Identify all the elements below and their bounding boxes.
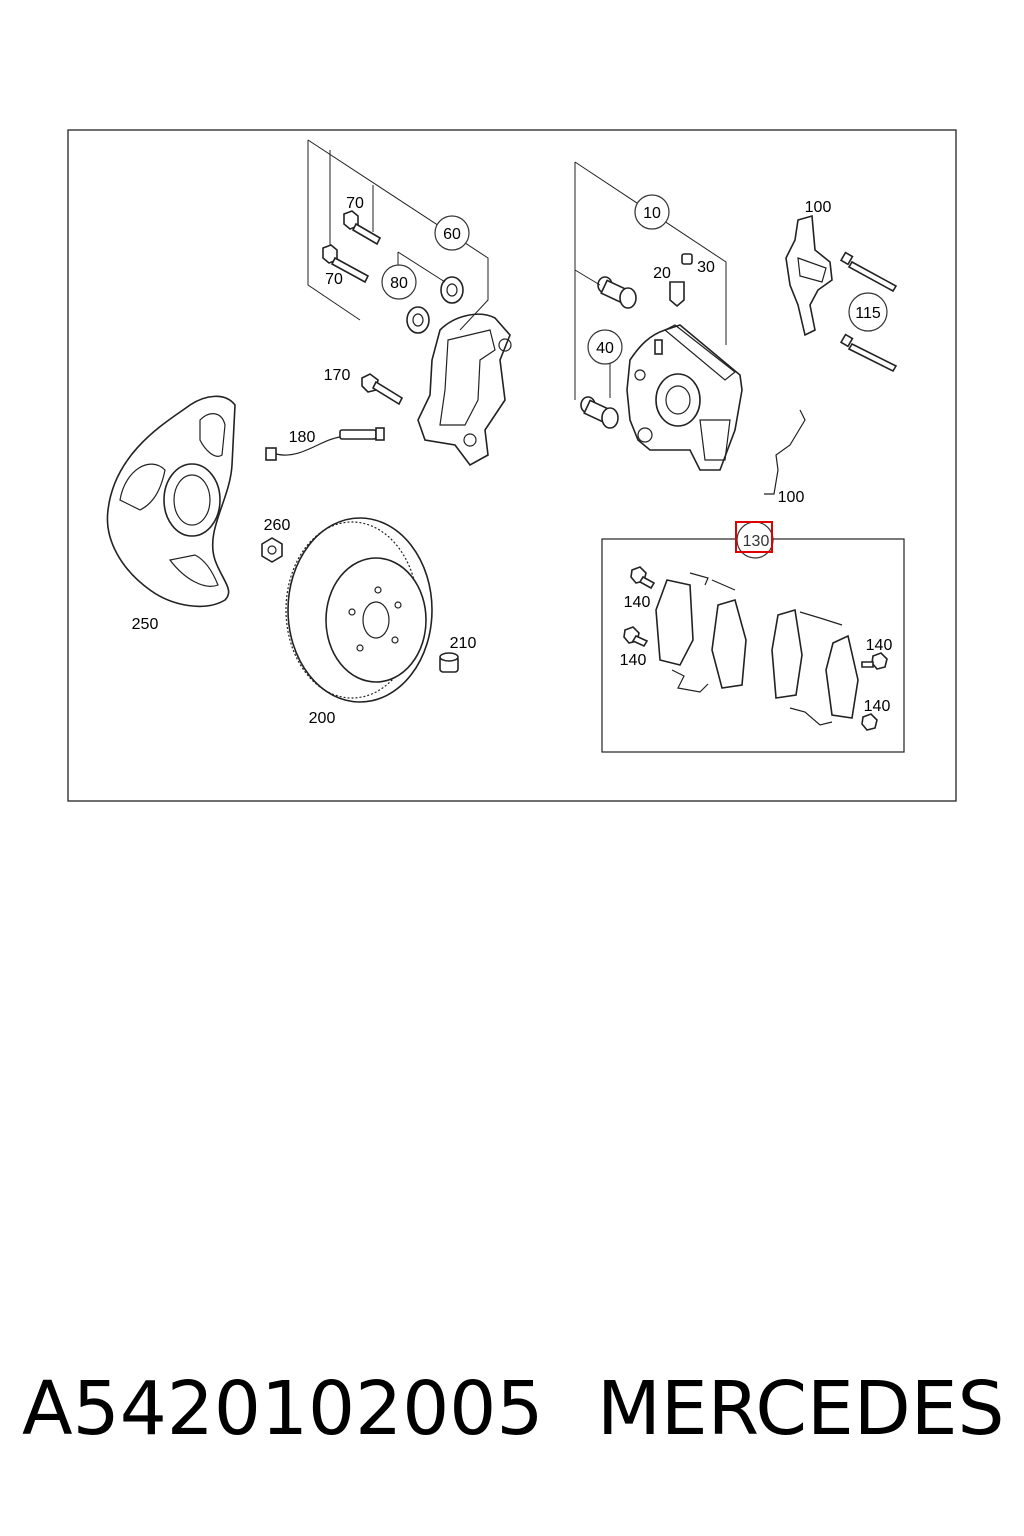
callout-170[interactable]: 170 [324,367,351,384]
callout-210[interactable]: 210 [450,635,477,652]
guide-bolt-upper[interactable] [343,210,382,246]
brake-disc[interactable] [285,517,433,703]
brake-pad-3[interactable] [771,608,803,699]
callout-60[interactable]: 60 [443,226,461,243]
bushing-80[interactable] [406,306,430,334]
guide-bolt-lower[interactable] [322,244,370,284]
guide-pin-upper[interactable] [597,276,637,309]
brake-exploded-diagram: 60 80 70 70 10 20 30 40 100 115 100 170 … [67,129,957,802]
brake-pad-4[interactable] [825,634,859,719]
callout-70-upper[interactable]: 70 [346,195,364,212]
callout-140-a[interactable]: 140 [624,594,651,611]
callout-140-b[interactable]: 140 [620,652,647,669]
callout-200[interactable]: 200 [309,710,336,727]
footer: A5420102005 MERCEDES [0,1372,1024,1482]
callout-140-d[interactable]: 140 [864,698,891,715]
pad-bolt-1[interactable] [630,566,656,590]
pin-115-lower[interactable] [839,333,898,373]
callout-40[interactable]: 40 [596,340,614,357]
callouts: 60 80 70 70 10 20 30 40 100 115 100 170 … [132,194,893,727]
callout-180[interactable]: 180 [289,429,316,446]
callout-70-lower[interactable]: 70 [325,271,343,288]
callout-80[interactable]: 80 [390,275,408,292]
callout-250[interactable]: 250 [132,616,159,633]
pin-115-upper[interactable] [839,251,898,293]
bracket-bolt[interactable] [361,373,404,406]
brake-caliper[interactable] [626,324,743,471]
callout-100-upper[interactable]: 100 [805,199,832,216]
bleeder-valve[interactable] [669,281,685,308]
callout-30[interactable]: 30 [697,259,715,276]
brand-name: MERCEDES [597,1366,1005,1452]
caliper-bracket[interactable] [417,313,512,467]
pad-bolt-4[interactable] [861,713,878,731]
callout-20[interactable]: 20 [653,265,671,282]
brake-pad-1[interactable] [655,579,694,666]
pad-bolt-2[interactable] [623,626,649,648]
dust-cap[interactable] [681,253,693,265]
pad-kit-box [601,538,905,753]
leader-lines [307,139,727,400]
retaining-clip[interactable] [764,409,806,495]
callout-115[interactable]: 115 [855,305,881,322]
shield-bolt[interactable] [261,537,283,563]
bushing-60[interactable] [440,276,464,304]
callout-100-lower[interactable]: 100 [778,489,805,506]
highlight-box [735,521,773,553]
wear-sensor[interactable] [265,427,385,461]
callout-260[interactable]: 260 [264,517,291,534]
guide-pin-lower[interactable] [580,396,619,429]
callout-140-c[interactable]: 140 [866,637,893,654]
callout-130[interactable]: 130 [743,533,770,550]
diagram-frame [67,129,957,802]
pad-clips [671,572,843,726]
pad-bolt-3[interactable] [861,652,888,670]
disc-screw[interactable] [439,652,459,673]
brake-shield[interactable] [106,395,236,608]
anti-rattle-spring[interactable] [785,214,833,337]
brake-pad-2[interactable] [711,599,747,689]
part-number: A5420102005 [22,1366,544,1452]
callout-10[interactable]: 10 [643,205,661,222]
